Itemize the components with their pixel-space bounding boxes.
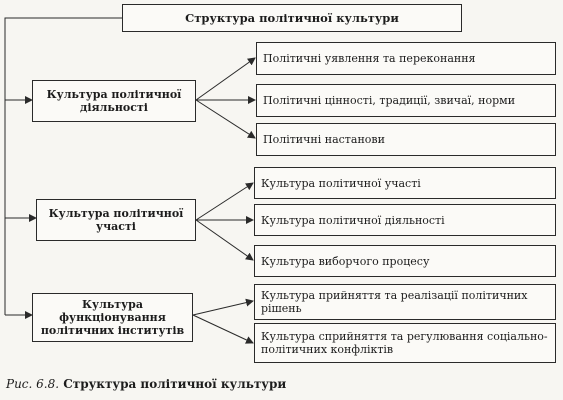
item-label: Культура сприйняття та регулювання соціа… (261, 330, 548, 356)
group-label-3: Культура функціонування політичних інсти… (40, 298, 185, 337)
group-box-3: Культура функціонування політичних інсти… (32, 293, 193, 342)
caption-text: Структура політичної культури (63, 377, 287, 391)
item-box-g1-1: Політичні уявлення та переконання (256, 42, 556, 75)
item-label: Політичні цінності, традиції, звичаї, но… (263, 94, 516, 107)
arrow-g3-1 (192, 298, 254, 316)
item-box-g3-2: Культура сприйняття та регулювання соціа… (254, 323, 556, 363)
item-box-g2-1: Культура політичної участі (254, 167, 556, 199)
item-label: Культура виборчого процесу (261, 254, 430, 268)
arrow-g2-3 (195, 219, 254, 261)
item-box-g3-1: Культура прийняття та реалізації політич… (254, 284, 556, 320)
group-label-2: Культура політичної участі (48, 207, 184, 233)
item-label: Політичні уявлення та переконання (263, 52, 476, 65)
item-box-g1-3: Політичні настанови (256, 123, 556, 156)
group-label-1: Культура політичної діяльності (46, 88, 182, 114)
item-label: Політичні настанови (263, 133, 385, 146)
diagram-title-box: Структура політичної культури (122, 4, 462, 32)
arrow-g1-3 (195, 99, 256, 139)
caption-label: Рис. 6.8. (6, 377, 60, 391)
item-box-g2-2: Культура політичної діяльності (254, 204, 556, 236)
item-box-g1-2: Політичні цінності, традиції, звичаї, но… (256, 84, 556, 117)
item-label: Культура прийняття та реалізації політич… (261, 289, 528, 315)
diagram-title: Структура політичної культури (185, 10, 399, 25)
trunk-line (4, 17, 122, 315)
group-box-1: Культура політичної діяльності (32, 80, 196, 122)
item-box-g2-3: Культура виборчого процесу (254, 245, 556, 277)
arrow-g3-2 (192, 314, 254, 344)
item-label: Культура політичної діяльності (261, 213, 445, 227)
figure-caption: Рис. 6.8. Структура політичної культури (6, 377, 286, 391)
item-label: Культура політичної участі (261, 176, 421, 190)
arrow-g1-1 (195, 57, 256, 101)
arrow-g2-1 (195, 182, 254, 221)
group-box-2: Культура політичної участі (36, 199, 196, 241)
